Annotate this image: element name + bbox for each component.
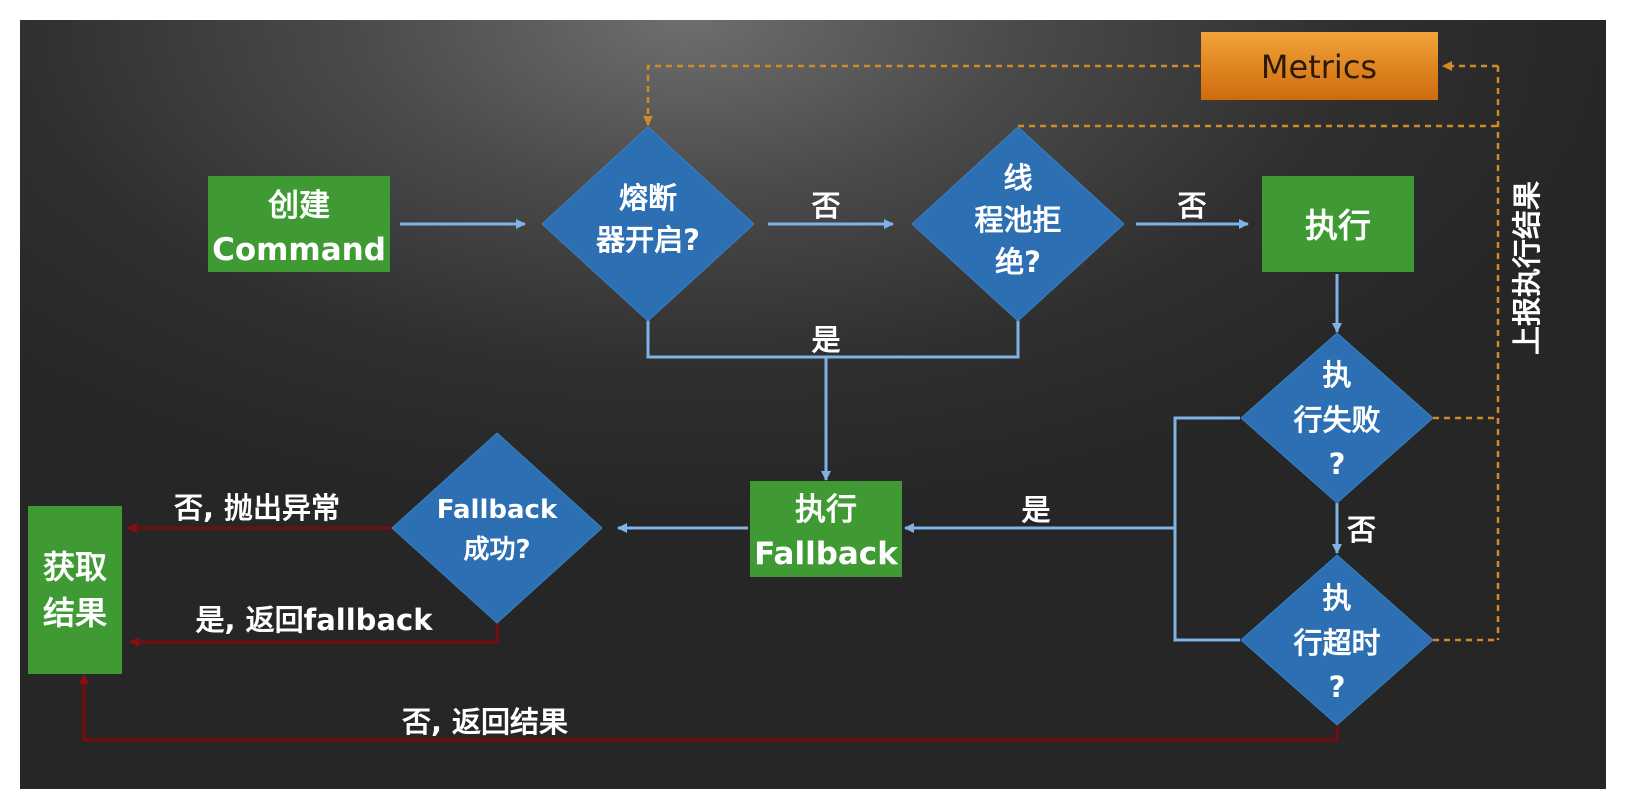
line-failure-bracket bbox=[1173, 416, 1240, 642]
dashed-metrics-to-circuit bbox=[643, 64, 1200, 126]
fallback-success-line1: Fallback bbox=[437, 495, 558, 525]
exec-timeout-line2: 行超时 bbox=[1292, 626, 1380, 660]
label-yes-merge: 是 bbox=[811, 323, 840, 357]
node-get-result: 获取 结果 bbox=[28, 506, 122, 674]
get-result-line2: 结果 bbox=[43, 594, 107, 632]
circuit-open-line1: 熔断 bbox=[619, 181, 677, 215]
result-arrows bbox=[79, 523, 1339, 742]
label-no-return-result: 否, 返回结果 bbox=[402, 705, 568, 739]
get-result-line1: 获取 bbox=[43, 548, 107, 586]
node-create-command: 创建 Command bbox=[208, 176, 390, 272]
node-exec-failed: 执 行失败 ? bbox=[1240, 332, 1434, 504]
circuit-open-line2: 器开启? bbox=[595, 223, 700, 257]
node-fallback-success: Fallback 成功? bbox=[391, 432, 603, 624]
node-exec-timeout: 执 行超时 ? bbox=[1240, 554, 1434, 726]
node-metrics: Metrics bbox=[1201, 32, 1438, 100]
label-yes-return-fallback: 是, 返回fallback bbox=[196, 603, 434, 637]
exec-fallback-line2: Fallback bbox=[754, 536, 899, 572]
metrics-label: Metrics bbox=[1261, 48, 1377, 86]
threadpool-line1: 线 bbox=[1003, 161, 1032, 195]
exec-timeout-line3: ? bbox=[1329, 670, 1346, 704]
flowchart-canvas: 创建 Command 执行 执行 Fallback 获取 结果 熔断 器开启? … bbox=[20, 20, 1606, 789]
exec-fallback-line1: 执行 bbox=[795, 492, 857, 528]
edge-labels: 否 否 是 是 否 否, 抛出异常 是, 返回fallback 否, 返回结果 … bbox=[174, 181, 1544, 739]
exec-failed-line1: 执 bbox=[1322, 358, 1351, 392]
flowchart-svg: 创建 Command 执行 执行 Fallback 获取 结果 熔断 器开启? … bbox=[28, 32, 1544, 742]
fallback-success-line2: 成功? bbox=[463, 535, 530, 565]
line-yes-merge bbox=[646, 319, 1020, 359]
node-circuit-open: 熔断 器开启? bbox=[541, 126, 755, 322]
node-threadpool-reject: 线 程池拒 绝? bbox=[911, 126, 1125, 322]
label-no-throw: 否, 抛出异常 bbox=[174, 491, 340, 525]
threadpool-line2: 程池拒 bbox=[974, 203, 1061, 237]
label-no-failure: 否 bbox=[1347, 513, 1376, 547]
arrow-timeout-no-to-result bbox=[79, 674, 1339, 742]
arrow-fallback-ok-to-result bbox=[129, 623, 499, 647]
flow-arrows bbox=[400, 219, 1342, 642]
create-command-line1: 创建 bbox=[267, 188, 330, 224]
threadpool-line3: 绝? bbox=[995, 245, 1041, 279]
label-no-circuit: 否 bbox=[811, 189, 840, 223]
node-execute: 执行 bbox=[1262, 176, 1414, 272]
execute-label: 执行 bbox=[1305, 206, 1371, 245]
label-no-threadpool: 否 bbox=[1177, 189, 1206, 223]
metrics-feedback-lines bbox=[643, 61, 1500, 642]
exec-timeout-line1: 执 bbox=[1322, 581, 1351, 615]
node-exec-fallback: 执行 Fallback bbox=[750, 481, 902, 577]
label-report-result: 上报执行结果 bbox=[1510, 181, 1544, 355]
label-yes-failure: 是 bbox=[1021, 493, 1050, 527]
create-command-line2: Command bbox=[212, 232, 386, 268]
exec-failed-line3: ? bbox=[1329, 447, 1346, 481]
exec-failed-line2: 行失败 bbox=[1292, 403, 1380, 437]
